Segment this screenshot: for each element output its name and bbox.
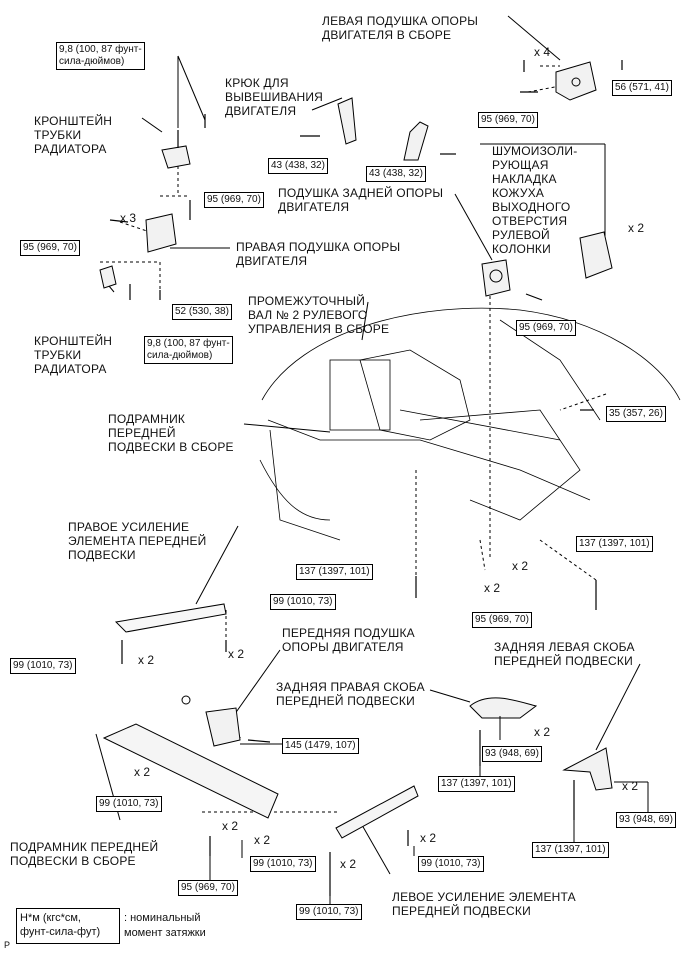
torque-spec: 99 (1010, 73) <box>270 594 336 610</box>
torque-spec: 137 (1397, 101) <box>576 536 653 552</box>
torque-spec: 93 (948, 69) <box>482 746 542 762</box>
torque-spec: 9,8 (100, 87 фунт- сила-дюймов) <box>56 42 145 70</box>
torque-spec: 95 (969, 70) <box>178 880 238 896</box>
label-subframe-top: ПОДРАМНИК ПЕРЕДНЕЙ ПОДВЕСКИ В СБОРЕ <box>108 412 234 454</box>
quantity-label: x 4 <box>534 45 551 59</box>
quantity-label: x 2 <box>628 221 645 235</box>
torque-spec: 99 (1010, 73) <box>96 796 162 812</box>
torque-spec: 95 (969, 70) <box>204 192 264 208</box>
quantity-label: x 2 <box>228 647 245 661</box>
quantity-label: x 2 <box>484 581 501 595</box>
label-rad-bracket-bottom: КРОНШТЕЙН ТРУБКИ РАДИАТОРА <box>34 334 113 376</box>
quantity-label: x 2 <box>340 857 357 871</box>
quantity-label: x 2 <box>534 725 551 739</box>
quantity-label: x 2 <box>420 831 437 845</box>
quantity-label: x 2 <box>622 779 639 793</box>
torque-spec: 145 (1479, 107) <box>282 738 359 754</box>
quantity-label: x 2 <box>138 653 155 667</box>
quantity-label: x 2 <box>254 833 271 847</box>
torque-spec: 137 (1397, 101) <box>532 842 609 858</box>
label-hook: КРЮК ДЛЯ ВЫВЕШИВАНИЯ ДВИГАТЕЛЯ <box>225 76 324 118</box>
torque-spec: 95 (969, 70) <box>472 612 532 628</box>
quantity-label: x 2 <box>512 559 529 573</box>
torque-spec: 99 (1010, 73) <box>418 856 484 872</box>
label-front-mount: ПЕРЕДНЯЯ ПОДУШКА ОПОРЫ ДВИГАТЕЛЯ <box>282 626 415 654</box>
torque-spec: 56 (571, 41) <box>612 80 672 96</box>
quantity-label: x 3 <box>120 211 137 225</box>
quantity-label: x 2 <box>134 765 151 779</box>
torque-spec: 137 (1397, 101) <box>296 564 373 580</box>
label-subframe-bottom: ПОДРАМНИК ПЕРЕДНЕЙ ПОДВЕСКИ В СБОРЕ <box>10 840 159 868</box>
torque-spec: 95 (969, 70) <box>478 112 538 128</box>
label-rad-bracket-top: КРОНШТЕЙН ТРУБКИ РАДИАТОРА <box>34 114 113 156</box>
quantity-label: x 2 <box>222 819 239 833</box>
torque-spec: 99 (1010, 73) <box>10 658 76 674</box>
torque-spec: 9,8 (100, 87 фунт- сила-дюймов) <box>144 336 233 364</box>
legend-text: : номинальный момент затяжки <box>124 912 206 939</box>
torque-spec: 137 (1397, 101) <box>438 776 515 792</box>
label-right-reinforcement: ПРАВОЕ УСИЛЕНИЕ ЭЛЕМЕНТА ПЕРЕДНЕЙ ПОДВЕС… <box>68 520 207 562</box>
torque-spec: 93 (948, 69) <box>616 812 676 828</box>
label-silencer: ШУМОИЗОЛИ- РУЮЩАЯ НАКЛАДКА КОЖУХА ВЫХОДН… <box>492 144 578 256</box>
torque-spec: 99 (1010, 73) <box>296 904 362 920</box>
torque-spec: 52 (530, 38) <box>172 304 232 320</box>
torque-spec: 95 (969, 70) <box>516 320 576 336</box>
label-intermediate-shaft: ПРОМЕЖУТОЧНЫЙ ВАЛ № 2 РУЛЕВОГО УПРАВЛЕНИ… <box>248 294 390 336</box>
label-rear-left-bracket: ЗАДНЯЯ ЛЕВАЯ СКОБА ПЕРЕДНЕЙ ПОДВЕСКИ <box>494 640 635 668</box>
page-mark: P <box>4 940 11 950</box>
torque-spec: 35 (357, 26) <box>606 406 666 422</box>
legend-unit-box: Н*м (кгс*см, фунт-сила-фут) <box>16 908 120 944</box>
torque-spec: 95 (969, 70) <box>20 240 80 256</box>
label-left-mount: ЛЕВАЯ ПОДУШКА ОПОРЫ ДВИГАТЕЛЯ В СБОРЕ <box>322 14 479 42</box>
torque-spec: 43 (438, 32) <box>268 158 328 174</box>
label-left-reinforcement: ЛЕВОЕ УСИЛЕНИЕ ЭЛЕМЕНТА ПЕРЕДНЕЙ ПОДВЕСК… <box>392 890 576 918</box>
label-rear-right-bracket: ЗАДНЯЯ ПРАВАЯ СКОБА ПЕРЕДНЕЙ ПОДВЕСКИ <box>276 680 425 708</box>
label-right-mount: ПРАВАЯ ПОДУШКА ОПОРЫ ДВИГАТЕЛЯ <box>236 240 401 268</box>
torque-spec: 99 (1010, 73) <box>250 856 316 872</box>
label-rear-mount: ПОДУШКА ЗАДНЕЙ ОПОРЫ ДВИГАТЕЛЯ <box>278 186 444 214</box>
torque-spec: 43 (438, 32) <box>366 166 426 182</box>
